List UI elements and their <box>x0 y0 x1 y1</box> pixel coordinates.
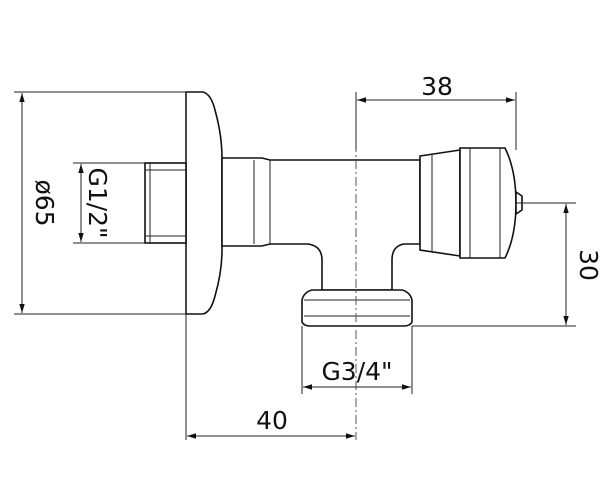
valve-handle <box>419 147 523 259</box>
dimension-label-outlet-thread: G3/4" <box>321 357 392 386</box>
outlet-nut <box>301 289 413 327</box>
dimension-label-outer-diameter: ø65 <box>30 179 59 226</box>
dimension-label-inlet-thread: G1/2" <box>83 167 112 238</box>
dimension-outlet-height: 30 <box>412 202 603 327</box>
dimension-label-depth-to-center: 40 <box>256 406 288 435</box>
dimension-valve-length: 38 <box>355 72 517 150</box>
dimension-label-outlet-height: 30 <box>574 249 603 281</box>
wall-rosette <box>185 91 223 440</box>
dimension-outlet-thread: G3/4" <box>301 326 413 394</box>
inlet-thread <box>144 162 187 244</box>
dimension-outer-diameter: ø65 <box>14 91 186 315</box>
dimension-depth-to-center: 40 <box>187 406 355 439</box>
dimension-inlet-thread: G1/2" <box>73 162 145 244</box>
valve-body <box>221 157 421 291</box>
dimension-label-valve-length: 38 <box>421 72 453 101</box>
